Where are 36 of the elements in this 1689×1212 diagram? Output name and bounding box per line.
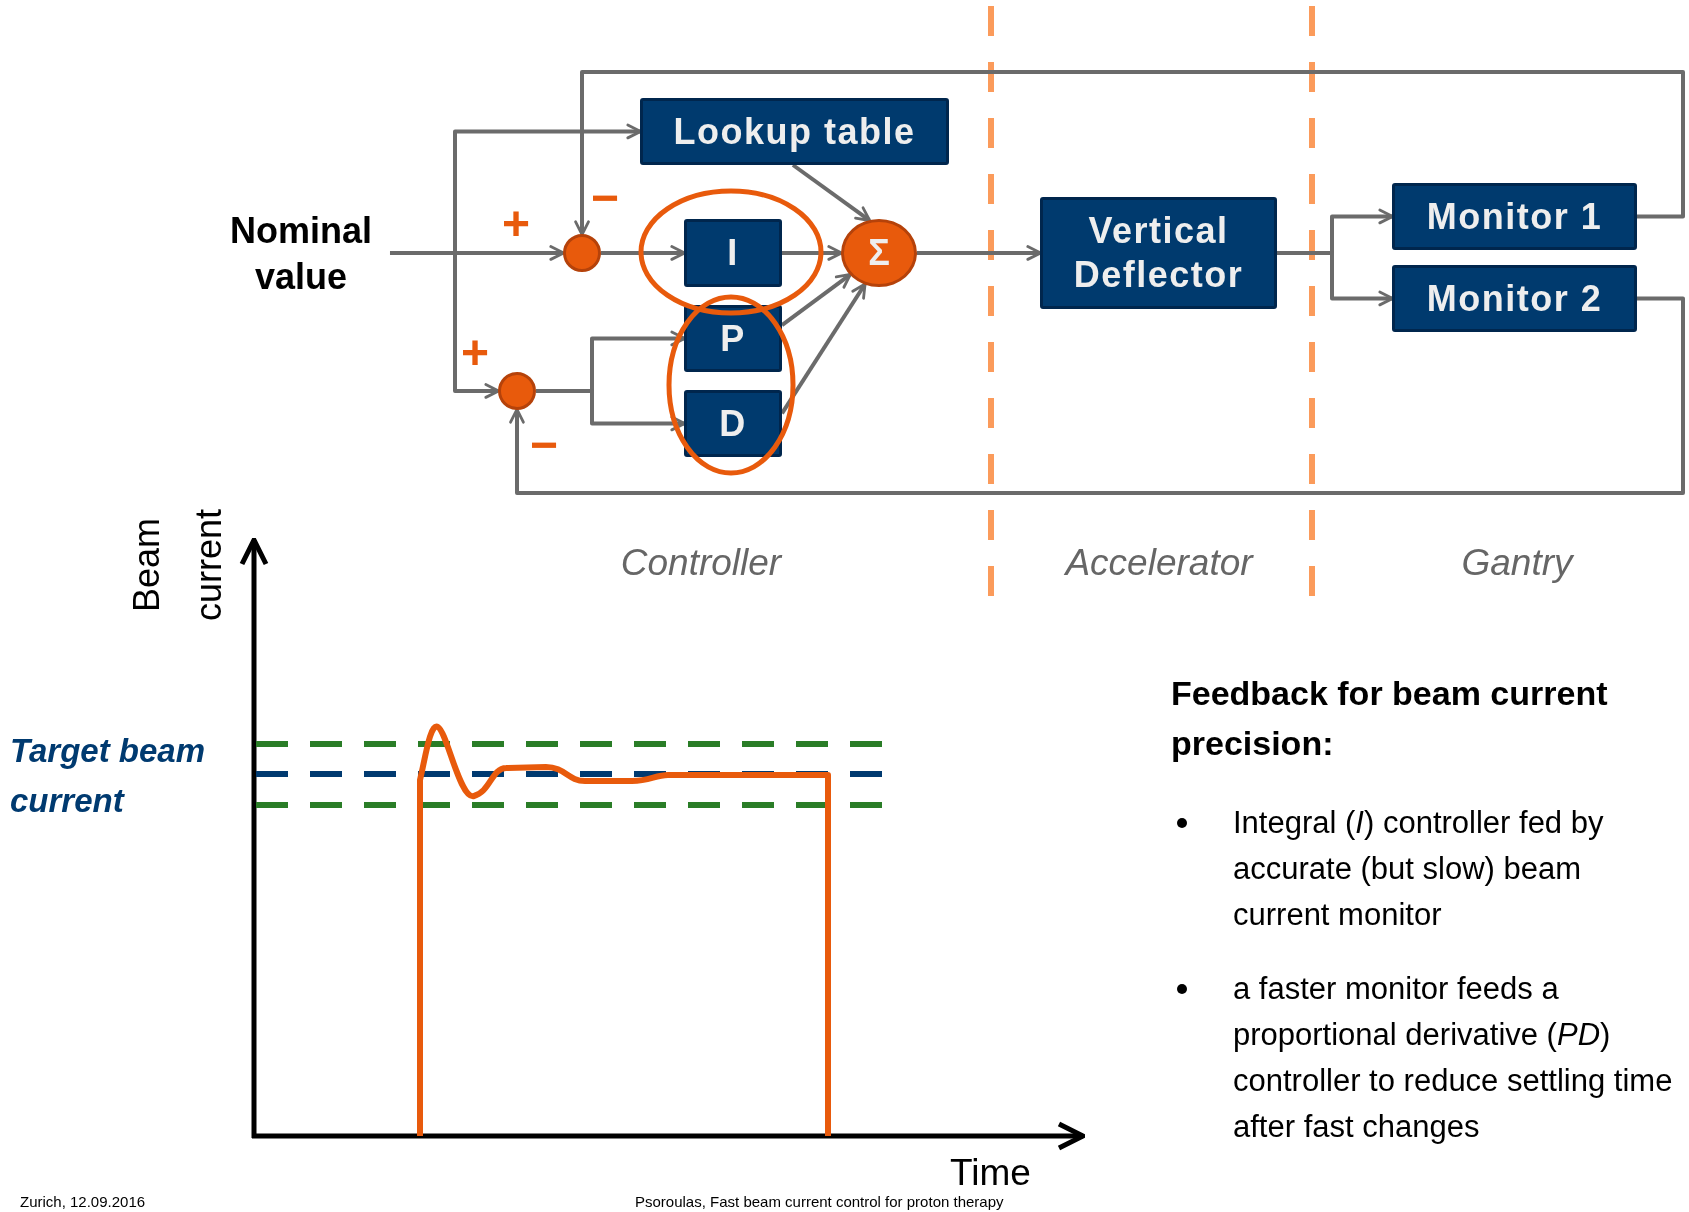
arrow [791,163,871,222]
footer-text: Psoroulas, Fast beam current control for proton therapy [635,1193,1004,1210]
footer-text: Zurich, 12.09.2016 [20,1193,146,1210]
summing-junction [498,372,536,410]
arrow [1277,251,1394,306]
arrow [575,70,1685,236]
target-label: Target beam current [10,731,206,821]
process-box: Lookup table [640,98,949,165]
arrow [917,245,1042,260]
axis-title: Time [950,1152,1031,1194]
input-label: Nominal value [229,209,373,299]
sign-label: + [461,333,490,373]
process-box: Monitor 2 [1392,265,1637,332]
bullet-text: a faster monitor feeds a proportional derivative (PD) controller to reduce settling time after fast changes [1233,970,1674,1146]
arrow [780,283,867,415]
arrow [782,245,843,260]
summing-junction: Σ [841,219,917,287]
process-box: D [684,390,782,457]
arrow [536,389,686,431]
arrow [780,273,852,327]
summing-junction [563,234,601,272]
section-label: Accelerator [1063,542,1255,584]
process-box: I [684,219,782,287]
bullet-text: Integral (I) controller fed by accurate (but slow) beam current monitor [1233,804,1605,934]
section-label: Controller [619,542,784,584]
sign-label: − [591,178,620,218]
sign-label: − [530,425,559,465]
sign-label: + [502,204,531,244]
process-box: Monitor 1 [1392,183,1637,250]
heading: Feedback for beam current precision: [1171,673,1609,764]
arrow [509,296,1685,495]
arrow [601,245,686,260]
process-box: Vertical Deflector [1040,197,1277,309]
axis-title: Beam current [125,508,230,624]
section-label: Gantry [1460,542,1575,584]
arrow [390,251,500,398]
